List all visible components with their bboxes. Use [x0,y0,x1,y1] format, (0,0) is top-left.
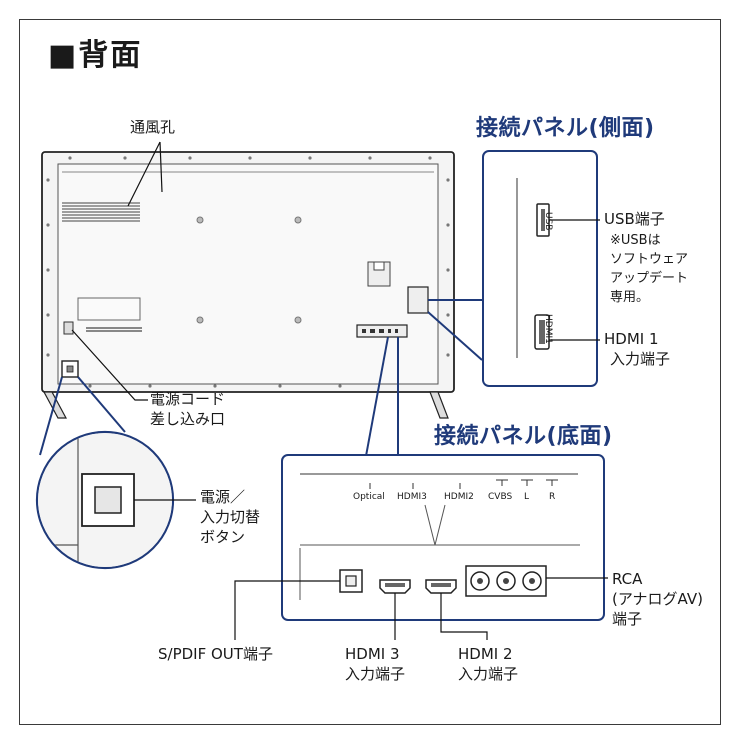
port-label-hdmi3: HDMI3 [397,492,427,502]
hdmi1-label-1: HDMI 1 [604,330,659,348]
usb-label: USB端子 [604,210,665,228]
usb-note-4: 専用。 [610,290,650,305]
rca-label-2: (アナログAV) [612,590,703,608]
power-button-label-2: 入力切替 [200,508,261,526]
power-inlet-label-2: 差し込み口 [150,410,226,428]
port-label-optical: Optical [353,492,385,502]
rca-label-1: RCA [612,570,643,588]
side-panel-title: 接続パネル(側面) [476,116,655,141]
usb-port-text: USB [543,212,553,231]
spdif-label: S/PDIF OUT端子 [158,645,273,663]
power-button-callout [35,376,196,570]
vent-grille [62,202,140,222]
usb-note-1: ※USBは [610,233,661,248]
side-panel-callout [427,150,600,387]
hdmi3-label-1: HDMI 3 [345,645,400,663]
port-label-cvbs: CVBS [488,492,513,502]
hdmi3-label-2: 入力端子 [345,665,406,683]
power-button-label-1: 電源／ [200,488,246,506]
hdmi2-label-1: HDMI 2 [458,645,513,663]
port-label-r: R [549,492,556,502]
power-inlet-label-1: 電源コード [150,390,226,408]
port-label-hdmi2: HDMI2 [444,492,474,502]
port-label-l: L [524,492,530,502]
usb-note-2: ソフトウェア [610,252,689,267]
figure-frame [19,19,721,725]
hdmi1-label-2: 入力端子 [610,350,671,368]
rca-label-3: 端子 [612,610,643,628]
vent-label: 通風孔 [130,118,176,136]
power-button-label-3: ボタン [200,528,246,546]
hdmi1-port-text: HDMI1 [543,314,553,344]
usb-note-3: アップデート [610,271,689,286]
page-title: ■背面 [48,38,143,73]
tv-back [41,151,455,419]
bottom-panel-title: 接続パネル(底面) [434,424,613,449]
bottom-panel-callout [281,336,605,621]
hdmi2-label-2: 入力端子 [458,665,519,683]
